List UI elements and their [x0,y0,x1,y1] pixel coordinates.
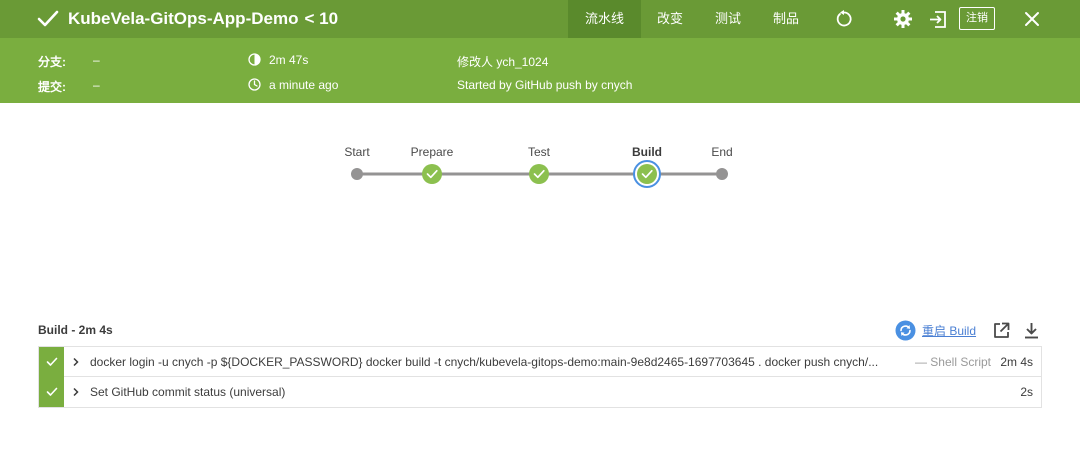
download-icon[interactable] [1022,321,1041,340]
time-ago-value: a minute ago [269,78,339,92]
build-heading: Build - 2m 4s [38,323,113,337]
stage-label-test[interactable]: Test [527,145,551,159]
stage-graph-svg [351,160,728,188]
stage-label-end: End [711,145,733,159]
check-icon [46,387,57,396]
step-status-success [39,346,64,377]
restart-build-link[interactable]: 重启 Build [922,324,977,338]
tab-artifacts[interactable]: 制品 [773,11,800,26]
restart-icon[interactable] [895,320,916,341]
step-row[interactable]: Set GitHub commit status (universal) 2s [38,377,1042,408]
step-row[interactable]: docker login -u cnych -p ${DOCKER_PASSWO… [38,346,1042,377]
step-type: — Shell Script [914,354,991,369]
stage-label-start: Start [344,145,370,159]
step-command: Set GitHub commit status (universal) [90,385,286,399]
branch-row: 分支: – [38,53,100,70]
clock-icon [248,78,261,91]
step-duration: 2m 4s [1000,354,1033,369]
run-number[interactable]: < 10 [304,9,339,28]
stage-label-build[interactable]: Build [632,145,662,159]
stage-node-end [716,168,728,180]
close-icon [1025,12,1039,26]
chevron-right-icon[interactable] [72,387,86,397]
pipeline-graph: Start Prepare Test Build End [0,103,1080,223]
replay-button[interactable] [830,0,858,38]
check-icon [46,357,57,366]
start-cause: Started by GitHub push by cnych [457,78,633,92]
stage-node-build[interactable] [633,160,661,188]
step-command: docker login -u cnych -p ${DOCKER_PASSWO… [90,354,879,369]
run-info-bar: 分支: – 提交: – 2m 47s a minute ago 修改人 ych_… [0,38,1080,103]
commit-value: – [93,78,100,92]
branch-value: – [93,53,100,67]
step-list: docker login -u cnych -p ${DOCKER_PASSWO… [38,346,1042,408]
stage-node-test[interactable] [529,164,549,184]
stage-label-prepare[interactable]: Prepare [410,145,454,159]
tab-tests[interactable]: 测试 [715,11,742,26]
close-button[interactable] [1018,0,1046,38]
restart-build[interactable]: 重启 Build [895,320,976,341]
tab-pipeline[interactable]: 流水线 [568,0,642,38]
duration-value: 2m 47s [269,53,309,67]
logout-button[interactable]: 注销 [959,7,995,30]
commit-label: 提交: [38,80,66,94]
step-status-success [39,377,64,407]
tab-changes[interactable]: 改变 [657,11,684,26]
step-duration: 2s [1020,385,1033,399]
pipeline-title[interactable]: KubeVela-GitOps-App-Demo < 10 [68,9,338,29]
gear-icon [894,10,912,28]
exit-button[interactable] [923,0,951,38]
stage-node-prepare[interactable] [422,164,442,184]
duration-icon [248,53,261,66]
check-icon [37,10,59,27]
exit-icon [929,10,946,28]
tab-bar: 流水线 改变 测试 制品 [568,0,815,38]
commit-row: 提交: – [38,78,100,95]
app-title[interactable]: KubeVela-GitOps-App-Demo [68,9,299,28]
chevron-right-icon[interactable] [72,357,86,367]
top-bar: KubeVela-GitOps-App-Demo < 10 流水线 改变 测试 制… [0,0,1080,38]
open-external-icon[interactable] [992,321,1011,340]
branch-label: 分支: [38,55,66,69]
changed-by: 修改人 ych_1024 [457,55,549,69]
settings-button[interactable] [889,0,917,38]
stage-node-start [351,168,363,180]
replay-icon [836,10,852,27]
